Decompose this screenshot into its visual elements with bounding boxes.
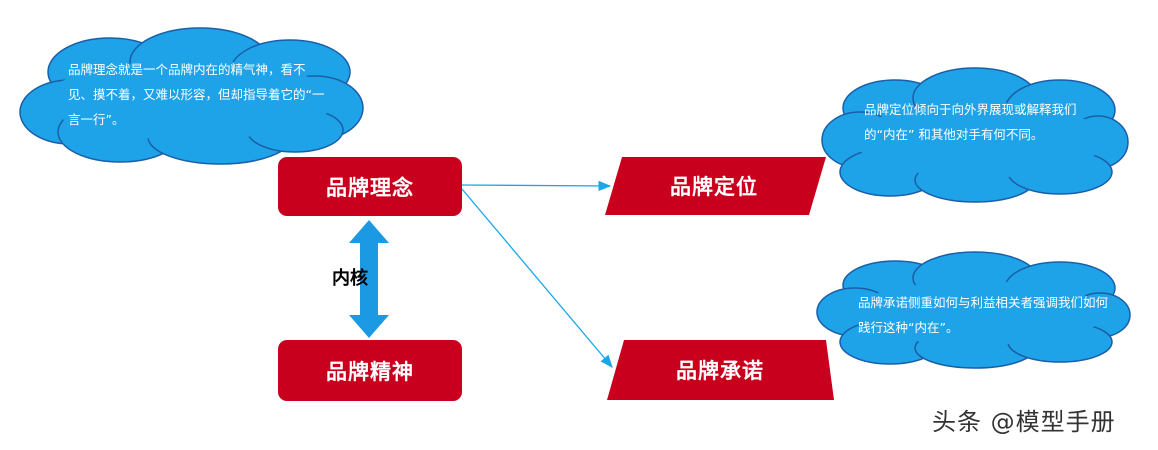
brand-promise-shape — [607, 340, 834, 400]
positioning-note-text: 品牌定位倾向于向外界展现或解释我们的“内在” 和其他对手有何不同。 — [864, 102, 1077, 142]
concept-note-text: 品牌理念就是一个品牌内在的精气神，看不见、摸不着，又难以形容，但却指导着它的“一… — [68, 62, 325, 127]
brand-concept-label: 品牌理念 — [326, 175, 414, 200]
core-double-arrow — [349, 220, 389, 338]
cloud-concept-note — [19, 27, 364, 165]
arrow-concept-to-positioning — [461, 180, 612, 192]
brand-positioning-box: 品牌定位 — [612, 157, 816, 215]
promise-note-text: 品牌承诺侧重如何与利益相关者强调我们如何践行这种“内在”。 — [858, 295, 1109, 335]
brand-spirit-label: 品牌精神 — [326, 359, 414, 384]
watermark-text: 头条 @模型手册 — [932, 408, 1116, 436]
cloud-positioning-note — [821, 67, 1129, 203]
arrow-concept-to-promise — [461, 188, 613, 368]
core-label: 内核 — [332, 268, 368, 289]
brand-promise-label: 品牌承诺 — [676, 359, 764, 383]
brand-positioning-shape — [605, 157, 826, 215]
brand-concept-box: 品牌理念 — [278, 157, 462, 216]
cloud-promise-note — [816, 251, 1131, 369]
brand-spirit-box: 品牌精神 — [278, 340, 462, 401]
brand-positioning-label: 品牌定位 — [670, 175, 758, 199]
brand-promise-box: 品牌承诺 — [615, 340, 825, 400]
